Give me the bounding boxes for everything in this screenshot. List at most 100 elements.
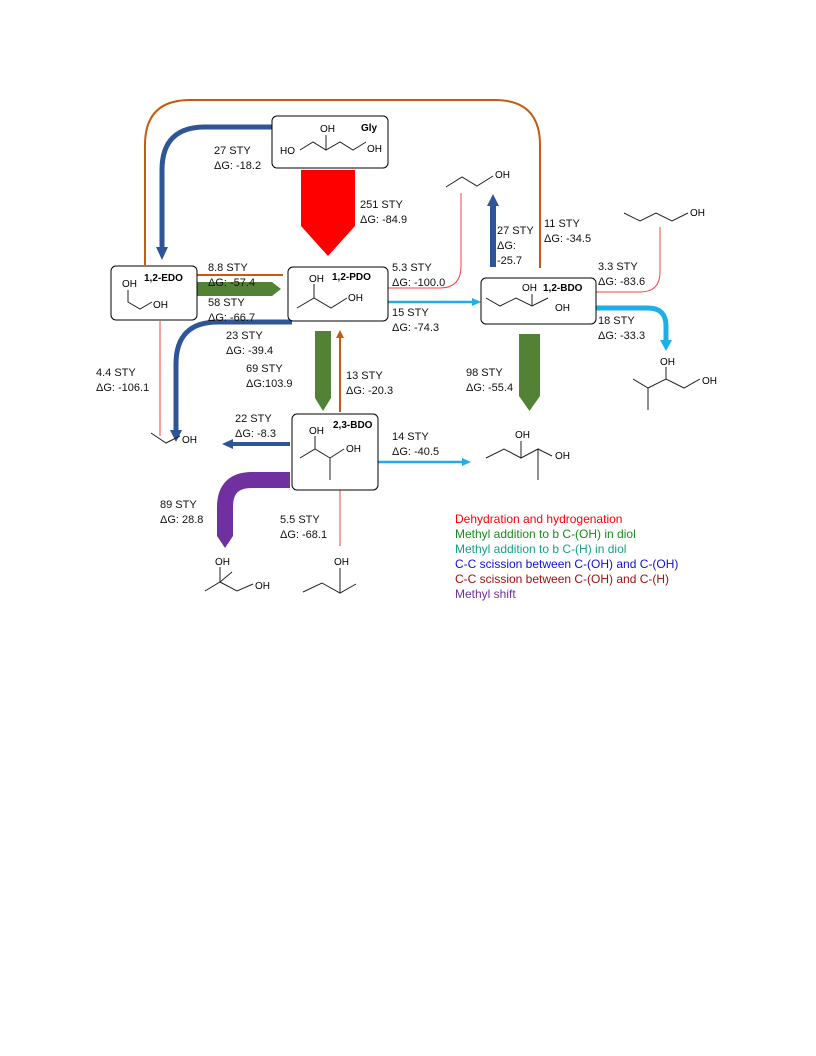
gly-oh-right: OH — [367, 144, 382, 155]
product-propanol — [445, 175, 494, 188]
legend-item-3: C-C scission between C-(OH) and C-(OH) — [455, 557, 678, 571]
flow-bdo12-edo-loop — [144, 99, 541, 268]
flow-bdo23-methylshift-head — [217, 536, 233, 548]
bdo12-structure — [485, 297, 549, 307]
flow-label-bdo23-pentanediol-dg1: ΔG: -40.5 — [392, 446, 439, 458]
methylshift-oh-1: OH — [215, 557, 230, 568]
flow-label-bdo12-propanol-dg1: ΔG: — [497, 240, 516, 252]
flow-label-pdo-bdo23-dg1: ΔG:103.9 — [246, 378, 293, 390]
branched-oh-2: OH — [702, 376, 717, 387]
legend-item-2: Methyl addition to b C-(H) in diol — [455, 542, 626, 556]
flow-label-bdo23-pdo-dg1: ΔG: -20.3 — [346, 385, 393, 397]
flow-label-bdo12-gly-sty: 11 STY — [544, 218, 581, 230]
flow-bdo23-ethanol-head — [222, 439, 233, 449]
flow-label-bdo12-pentanediol-dg1: ΔG: -55.4 — [466, 382, 513, 394]
flow-bdo23-methylshift — [217, 472, 290, 536]
flow-label-bdo12-butanol-dg1: ΔG: -83.6 — [598, 276, 645, 288]
butanol2-oh: OH — [334, 557, 349, 568]
flow-label-bdo23-ethanol-sty: 22 STY — [235, 413, 272, 425]
flow-pdo-edo — [173, 319, 292, 430]
pentanediol-oh-2: OH — [555, 451, 570, 462]
flow-gly-edo — [159, 124, 272, 247]
flow-label-bdo12-propanol-dg2: -25.7 — [497, 255, 522, 267]
flow-pdo-bdo23 — [315, 331, 331, 411]
flow-bdo12-propanol-head — [487, 194, 499, 206]
flow-label-pdo-bdo23-sty: 69 STY — [246, 363, 283, 375]
gly-structure — [299, 141, 367, 151]
flow-label-edo-pdo-methyl-sty: 58 STY — [208, 297, 245, 309]
edo-oh-2: OH — [153, 300, 168, 311]
product-butanol — [623, 212, 689, 222]
flow-bdo12-butanol — [596, 227, 661, 293]
butanol-oh: OH — [690, 208, 705, 219]
node-pdo-box — [287, 266, 389, 322]
legend-item-5: Methyl shift — [455, 587, 516, 601]
bdo23-oh-1: OH — [309, 426, 324, 437]
flow-label-bdo12-branched-sty: 18 STY — [598, 315, 635, 327]
flow-label-bdo12-propanol-sty: 27 STY — [497, 225, 534, 237]
methylshift-oh-2: OH — [255, 581, 270, 592]
flow-label-pdo-bdo12-sty: 15 STY — [392, 307, 429, 319]
product-ethanol — [150, 432, 181, 444]
flow-label-bdo12-branched-dg1: ΔG: -33.3 — [598, 330, 645, 342]
flow-label-pdo-bdo12-dg1: ΔG: -74.3 — [392, 322, 439, 334]
legend-item-0: Dehydration and hydrogenation — [455, 512, 622, 526]
bdo12-oh-1: OH — [522, 283, 537, 294]
pdo-oh-2: OH — [348, 293, 363, 304]
flow-label-pdo-propanol-sty: 5.3 STY — [392, 262, 432, 274]
bdo12-oh-2: OH — [555, 303, 570, 314]
flow-pdo-propanol — [388, 193, 462, 289]
node-gly-name: Gly — [361, 123, 378, 134]
pdo-oh-1: OH — [309, 274, 324, 285]
flow-gly-pdo — [301, 170, 355, 256]
flow-bdo12-propanol — [490, 205, 496, 267]
gly-oh-top: OH — [320, 124, 335, 135]
node-gly-box — [271, 115, 389, 169]
propanol-oh: OH — [495, 170, 510, 181]
flow-bdo23-pentanediol-head — [462, 458, 471, 466]
flow-pdo-edo-head — [170, 430, 182, 442]
branched-oh-1: OH — [660, 357, 675, 368]
flow-label-bdo12-butanol-sty: 3.3 STY — [598, 261, 638, 273]
product-pentanediol — [485, 448, 539, 480]
flow-label-bdo23-butanol2-sty: 5.5 STY — [280, 514, 320, 526]
node-pdo-name: 1,2-PDO — [332, 272, 371, 283]
node-bdo23-name: 2,3-BDO — [333, 420, 373, 431]
node-bdo23-box — [291, 413, 379, 491]
bdo23-oh-2: OH — [346, 444, 361, 455]
flow-bdo12-branched — [596, 305, 669, 340]
ethanol-oh: OH — [182, 435, 197, 446]
node-edo-name: 1,2-EDO — [144, 273, 183, 284]
flow-label-pdo-propanol-dg1: ΔG: -100.0 — [392, 277, 445, 289]
gly-ho-left: HO — [280, 146, 295, 157]
flow-label-bdo23-methylshift-sty: 89 STY — [160, 499, 197, 511]
product-methylshift — [204, 581, 254, 592]
product-butanol2 — [302, 582, 357, 594]
flow-label-pdo-edo-dg1: ΔG: -39.4 — [226, 345, 273, 357]
flow-label-gly-edo-sty: 27 STY — [214, 145, 251, 157]
flow-label-bdo23-ethanol-dg1: ΔG: -8.3 — [235, 428, 276, 440]
flow-label-gly-edo-dg1: ΔG: -18.2 — [214, 160, 261, 172]
flow-label-bdo23-pentanediol-sty: 14 STY — [392, 431, 429, 443]
flow-label-bdo23-methylshift-dg1: ΔG: 28.8 — [160, 514, 203, 526]
flow-label-gly-pdo-dg1: ΔG: -84.9 — [360, 214, 407, 226]
flow-labels: 251 STY ΔG: -84.9 27 STY ΔG: -18.2 8.8 STY ΔG… — [96, 145, 645, 541]
flow-label-edo-pdo-scission-sty: 8.8 STY — [208, 262, 248, 274]
flow-label-edo-ethanol-dg1: ΔG: -106.1 — [96, 382, 149, 394]
flow-edo-pdo-methyl — [197, 282, 281, 296]
flow-label-edo-pdo-scission-dg1: ΔG: -57.4 — [208, 277, 255, 289]
flow-bdo12-branched-head — [660, 340, 672, 351]
legend-item-1: Methyl addition to b C-(OH) in diol — [455, 527, 636, 541]
flow-label-edo-ethanol-sty: 4.4 STY — [96, 367, 136, 379]
flow-label-edo-pdo-methyl-dg1: ΔG: -66.7 — [208, 312, 255, 324]
flow-label-bdo12-pentanediol-sty: 98 STY — [466, 367, 503, 379]
flow-bdo23-pdo-head — [336, 330, 344, 338]
flow-label-pdo-edo-sty: 23 STY — [226, 330, 263, 342]
flow-label-gly-pdo-sty: 251 STY — [360, 199, 403, 211]
node-edo-box — [110, 265, 198, 321]
edo-structure — [127, 290, 153, 310]
flow-bdo12-pentanediol — [519, 334, 540, 411]
node-bdo12-box — [480, 277, 597, 325]
